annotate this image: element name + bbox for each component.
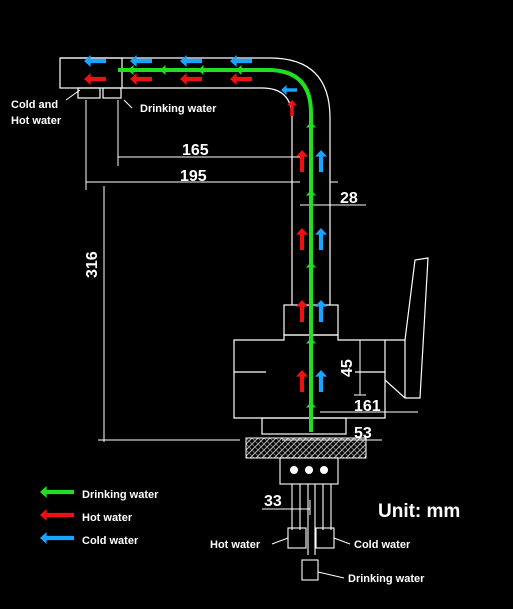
legend-item-drinking: Drinking water — [40, 486, 159, 501]
cold-flow-arrow — [315, 150, 327, 172]
dimension-lines — [65, 89, 418, 579]
unit-label: Unit: mm — [378, 501, 460, 522]
hot-flow-arrow — [296, 300, 308, 322]
drinking-flow-arrow — [236, 65, 254, 75]
aerator-right — [102, 87, 122, 99]
dimension-28: 28 — [340, 190, 358, 207]
hot-flow-arrow — [130, 73, 152, 85]
dimension-53: 53 — [354, 425, 372, 442]
drinking-flow-arrow — [160, 65, 178, 75]
legend-item-hot: Hot water — [40, 509, 133, 524]
legend-label-cold: Cold water — [82, 535, 139, 547]
drinking-flow-arrow — [306, 338, 316, 356]
drinking-flow-arrow — [198, 65, 216, 75]
spout-tube-outer — [60, 57, 331, 305]
cold-flow-arrow — [230, 55, 252, 67]
drinking-flow-arrow — [128, 65, 146, 75]
cold-water-bottom-label: Cold water — [354, 539, 411, 551]
faucet-outline — [59, 57, 429, 435]
cold-flow-arrow — [281, 85, 297, 95]
counter-section — [245, 437, 367, 459]
dimension-165: 165 — [182, 142, 209, 159]
legend: Drinking water Hot water Cold water — [40, 486, 159, 547]
aerator-left — [77, 87, 101, 99]
legend-arrow-cold — [40, 532, 74, 544]
dimension-33: 33 — [264, 493, 282, 510]
cold-flow-arrow — [315, 228, 327, 250]
drinking-flow-arrow — [306, 122, 316, 140]
drinking-flow-arrow — [306, 402, 316, 420]
dimension-161: 161 — [354, 398, 381, 415]
cold-flow-arrow — [130, 55, 152, 67]
drinking-flow-arrow — [306, 262, 316, 280]
hot-flow-arrow — [180, 73, 202, 85]
flow-arrows — [84, 55, 327, 432]
base-plate — [261, 417, 347, 435]
cold-flow-arrow — [315, 300, 327, 322]
dimension-45: 45 — [339, 359, 356, 377]
legend-arrow-hot — [40, 509, 74, 521]
hot-flow-arrow — [230, 73, 252, 85]
dimension-195: 195 — [180, 168, 207, 185]
lever — [384, 257, 429, 399]
hot-flow-arrow — [296, 370, 308, 392]
spout-tube-inner — [122, 87, 293, 305]
drinking-water-bottom-label: Drinking water — [348, 573, 425, 585]
hot-water-bottom-label: Hot water — [210, 539, 261, 551]
hot-flow-arrow — [287, 100, 297, 116]
legend-arrow-drinking — [40, 486, 74, 498]
drinking-water-channel — [118, 68, 313, 432]
cold-and-hot-label-line2: Hot water — [11, 115, 62, 127]
cold-flow-arrow — [84, 55, 106, 67]
hot-flow-arrow — [296, 150, 308, 172]
drinking-water-top-label: Drinking water — [140, 103, 217, 115]
mounting-hardware — [279, 457, 339, 581]
hot-flow-arrow — [296, 228, 308, 250]
dimension-316: 316 — [84, 251, 101, 278]
cold-flow-arrow — [180, 55, 202, 67]
cold-and-hot-label-line1: Cold and — [11, 99, 58, 111]
hot-flow-arrow — [84, 73, 106, 85]
drinking-flow-arrow — [306, 190, 316, 208]
legend-label-hot: Hot water — [82, 512, 133, 524]
legend-item-cold: Cold water — [40, 532, 139, 547]
cold-flow-arrow — [315, 370, 327, 392]
legend-label-drinking: Drinking water — [82, 489, 159, 501]
